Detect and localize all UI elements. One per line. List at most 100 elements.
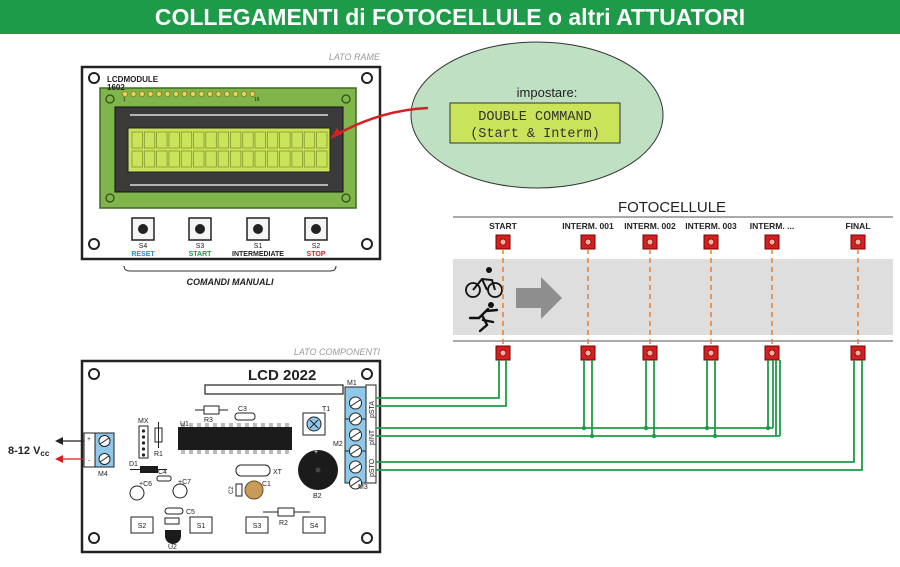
photocell-6: FINAL xyxy=(845,221,871,361)
r2-resistor xyxy=(277,507,295,517)
lcd-screen xyxy=(127,127,331,173)
button-function-label: STOP xyxy=(307,251,326,258)
s1-footprint-label: S1 xyxy=(197,523,206,530)
lcd-pin xyxy=(198,91,205,98)
lcd-pin xyxy=(206,91,213,98)
c3-capacitor xyxy=(234,412,256,421)
lcd-pin xyxy=(130,91,137,98)
s1-footprint xyxy=(189,516,213,534)
button-function-label: RESET xyxy=(131,251,155,258)
wire xyxy=(376,360,500,399)
b2-label: B2 xyxy=(313,493,322,500)
c6-label: +C6 xyxy=(139,481,152,488)
u2-label: U2 xyxy=(168,544,177,551)
m3-label: M3 xyxy=(358,484,368,491)
c2-label: C2 xyxy=(229,486,235,494)
lcd-cell xyxy=(303,131,316,149)
lcd-cell xyxy=(193,131,205,149)
lcd-cell xyxy=(303,150,316,168)
lcd-cell xyxy=(156,131,168,149)
photocell-1: START xyxy=(489,221,518,361)
lcd-cell xyxy=(180,150,193,168)
mount-hole xyxy=(361,368,373,380)
callout-lcd xyxy=(449,102,621,144)
lcd-cell xyxy=(205,150,217,168)
m1-label: M1 xyxy=(347,380,357,387)
lcd-cell xyxy=(254,131,266,149)
svg-text:-: - xyxy=(88,458,90,464)
r2-label: R2 xyxy=(279,520,288,527)
lcd-cell xyxy=(143,150,156,168)
mx-label: MX xyxy=(138,418,149,425)
s2-footprint-label: S2 xyxy=(138,523,147,530)
lcd-cell xyxy=(180,131,193,149)
m2-label: M2 xyxy=(333,441,343,448)
c7-capacitor xyxy=(172,483,188,499)
wire xyxy=(376,360,863,471)
output-terminals xyxy=(344,386,367,490)
lcd-cell xyxy=(279,131,291,149)
lcd-cell xyxy=(316,131,328,149)
m4-label: M4 xyxy=(98,471,108,478)
c2-capacitor xyxy=(235,483,243,497)
s2-footprint xyxy=(130,516,154,534)
lcd-cell xyxy=(131,131,143,149)
c1-label: C1 xyxy=(262,481,271,488)
lcd-module-name: LCDMODULE xyxy=(107,75,159,84)
u2-regulator xyxy=(165,530,181,544)
lcd-cell xyxy=(266,131,279,149)
cyclist-icon xyxy=(465,267,503,298)
photocell-label: INTERM. ... xyxy=(750,221,794,231)
mount-hole xyxy=(361,532,373,544)
photocell-4: INTERM. 003 xyxy=(685,221,737,361)
lcd-cell xyxy=(242,131,254,149)
lcd-connector xyxy=(204,384,344,395)
photocell-label: INTERM. 002 xyxy=(624,221,676,231)
lcd-cell xyxy=(230,131,242,149)
lcd-pin xyxy=(155,91,162,98)
lcd-module-model: 1602 xyxy=(107,83,125,92)
lcd-pin xyxy=(181,91,188,98)
lcd-board: LCDMODULE 1602 1 16 xyxy=(80,65,382,261)
c1-capacitor xyxy=(244,480,264,500)
wire xyxy=(376,360,507,407)
button-function-label: START xyxy=(189,251,213,258)
lcd-pin xyxy=(122,91,129,98)
c7-label: +C7 xyxy=(178,479,191,486)
lcd-pin xyxy=(240,91,247,98)
mount-hole xyxy=(88,238,100,250)
lcd-pin xyxy=(215,91,222,98)
mount-hole xyxy=(88,532,100,544)
lcd-pin xyxy=(189,91,196,98)
button-id-label: S2 xyxy=(312,243,321,250)
connection-wires xyxy=(376,360,863,471)
c6-capacitor xyxy=(129,485,145,501)
pin-16-label: 16 xyxy=(254,97,260,103)
callout-heading: impostare: xyxy=(517,85,578,100)
lcd-cell xyxy=(131,150,143,168)
psta-label: pSTA xyxy=(369,401,376,418)
r3-label: R3 xyxy=(204,417,213,424)
board-name: LCD 2022 xyxy=(248,367,316,384)
settings-callout: impostare: DOUBLE COMMAND (Start & Inter… xyxy=(330,41,664,189)
lcd-pin xyxy=(164,91,171,98)
r1-label: R1 xyxy=(154,451,163,458)
page-title: COLLEGAMENTI di FOTOCELLULE o altri ATTU… xyxy=(0,0,900,34)
lcd-cell xyxy=(242,150,254,168)
lcd-character-cells xyxy=(131,131,328,168)
r3-resistor xyxy=(203,405,220,415)
lcd-cell xyxy=(217,150,229,168)
xt-crystal xyxy=(235,464,271,477)
direction-arrow-icon xyxy=(516,277,562,319)
c4-capacitor xyxy=(156,475,172,482)
mount-hole xyxy=(361,238,373,250)
pin-1-label: 1 xyxy=(123,97,126,103)
pint-label: pINT xyxy=(369,429,376,445)
copper-side-label: LATO RAME xyxy=(329,52,381,62)
